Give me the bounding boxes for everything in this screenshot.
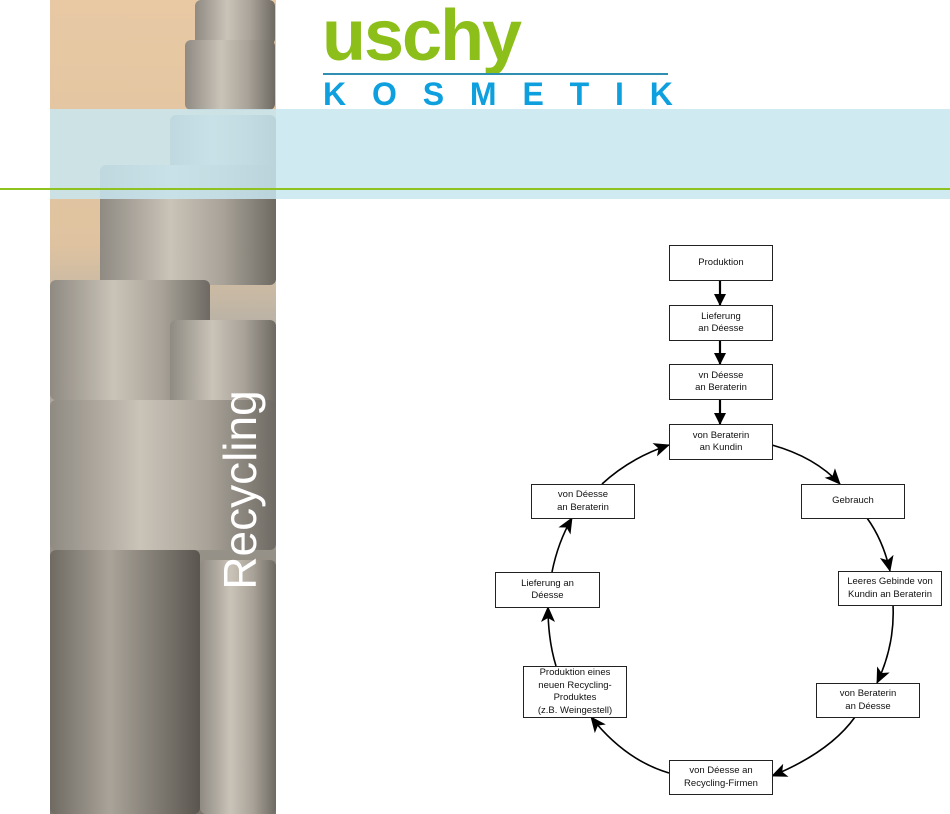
arrow — [541, 606, 557, 667]
logo-letter: K — [649, 76, 673, 112]
arrow — [590, 716, 670, 774]
node-produktion: Produktion — [669, 245, 773, 281]
logo-uschy: uschy — [322, 0, 522, 76]
logo-letter: E — [522, 76, 544, 112]
logo-letter: I — [615, 76, 624, 112]
logo-letter: O — [371, 76, 397, 112]
arrow — [771, 716, 856, 777]
photo-post — [200, 560, 276, 814]
photo-post — [195, 0, 275, 45]
arrow — [601, 443, 670, 485]
arrow — [551, 517, 573, 573]
node-lieferung-an-deesse: Lieferung an Déesse — [669, 305, 773, 341]
logo-letter: T — [569, 76, 590, 112]
photo-post — [185, 40, 275, 110]
header-divider — [0, 188, 950, 190]
arrow — [876, 604, 894, 684]
arrow — [771, 444, 841, 485]
node-gebrauch: Gebrauch — [801, 484, 905, 519]
logo-letter: S — [422, 76, 445, 112]
node-von-deesse-an-recycling-firmen: von Déesse an Recycling-Firmen — [669, 760, 773, 795]
node-vn-deesse-an-beraterin: vn Déesse an Beraterin — [669, 364, 773, 400]
node-lieferung-an-deesse-2: Lieferung an Déesse — [495, 572, 600, 608]
header-band — [50, 109, 950, 199]
photo-post — [50, 400, 276, 550]
logo-kosmetik: K O S M E T I K — [323, 76, 673, 113]
node-von-deesse-an-beraterin: von Déesse an Beraterin — [531, 484, 635, 519]
photo-post — [50, 550, 200, 814]
node-von-beraterin-an-deesse: von Beraterin an Déesse — [816, 683, 920, 718]
logo-letter: K — [323, 76, 347, 112]
node-produktion-recycling-produkt: Produktion eines neuen Recycling- Produk… — [523, 666, 627, 718]
arrow — [866, 517, 894, 572]
logo-letter: M — [469, 76, 497, 112]
node-von-beraterin-an-kundin: von Beraterin an Kundin — [669, 424, 773, 460]
node-leeres-gebinde: Leeres Gebinde von Kundin an Beraterin — [838, 571, 942, 606]
logo-rule — [323, 73, 668, 75]
